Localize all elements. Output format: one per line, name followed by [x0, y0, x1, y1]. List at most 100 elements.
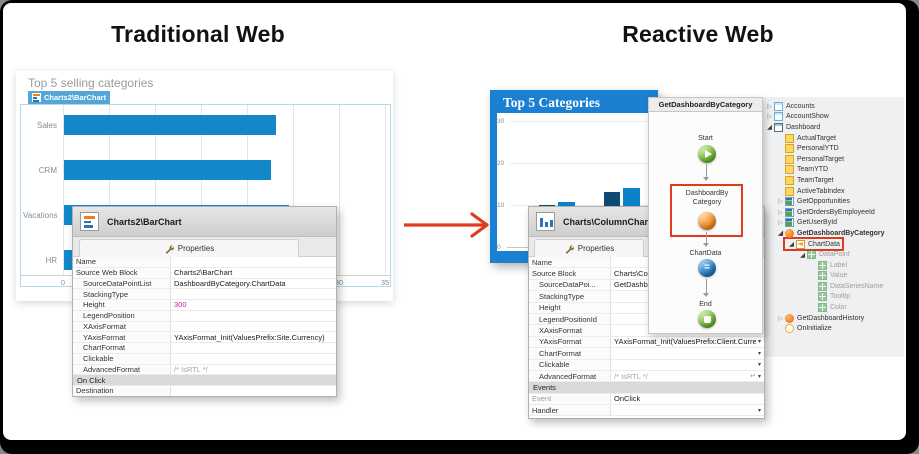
- tree-item-label: GetDashboardByCategory: [797, 229, 885, 237]
- dropdown-arrow-icon[interactable]: ▾: [757, 339, 761, 346]
- property-row-sourcedatapoi[interactable]: SourceDataPoi...GetDashboardByC: [529, 279, 764, 292]
- property-row-stackingtype[interactable]: StackingType: [73, 289, 336, 300]
- flow-node-start[interactable]: [698, 145, 716, 163]
- property-value[interactable]: /* IsRTL */: [614, 371, 648, 381]
- property-value[interactable]: DashboardByCategory.ChartData: [174, 278, 286, 288]
- property-row-advancedformat[interactable]: AdvancedFormat/* IsRTL */↵▾: [529, 370, 764, 383]
- tree-item-dataseriesname[interactable]: DataSeriesName: [757, 281, 904, 292]
- expander-collapsed-icon[interactable]: ▷: [778, 220, 783, 227]
- expander-expanded-icon[interactable]: ◢: [789, 241, 794, 249]
- tree-item-label[interactable]: Label: [757, 260, 904, 271]
- tree-item-personaltarget[interactable]: PersonalTarget: [757, 154, 904, 165]
- property-row-stackingtype[interactable]: StackingType: [529, 291, 764, 303]
- expander-collapsed-icon[interactable]: ▷: [767, 103, 772, 110]
- dropdown-arrow-icon[interactable]: ▾: [757, 350, 761, 357]
- property-label: Event: [529, 393, 611, 405]
- tab-properties[interactable]: Properties: [79, 239, 299, 257]
- property-row-name[interactable]: Name: [73, 257, 336, 268]
- expander-collapsed-icon[interactable]: ▷: [767, 114, 772, 121]
- expander-collapsed-icon[interactable]: ▷: [778, 315, 783, 322]
- property-row-advancedformat[interactable]: AdvancedFormat/* IsRTL */: [73, 364, 336, 376]
- tree-item-getordersbyemployeeid[interactable]: ▷GetOrdersByEmployeeId: [757, 207, 904, 218]
- dropdown-arrow-icon[interactable]: ▾: [757, 362, 761, 369]
- property-value[interactable]: OnClick: [614, 394, 641, 404]
- tree-item-teamytd[interactable]: TeamYTD: [757, 165, 904, 176]
- tree-item-oninitialize[interactable]: OnInitialize: [757, 323, 904, 334]
- stop-icon: [703, 315, 711, 323]
- assign-icon: =: [704, 262, 710, 273]
- property-row-chartformat[interactable]: ChartFormat▾: [529, 348, 764, 360]
- tree-item-teamtarget[interactable]: TeamTarget: [757, 175, 904, 186]
- expander-expanded-icon[interactable]: ◢: [767, 124, 772, 132]
- property-value[interactable]: 300: [174, 300, 187, 310]
- wrench-icon: [565, 244, 574, 254]
- tree-item-datapoint[interactable]: ◢DataPoint: [757, 249, 904, 260]
- tree-item-getdashboardhistory[interactable]: ▷GetDashboardHistory: [757, 313, 904, 324]
- tree-item-activetabindex[interactable]: ActiveTabIndex: [757, 186, 904, 197]
- property-row-legendpositionid[interactable]: LegendPositionId: [529, 313, 764, 326]
- gridline: [510, 121, 658, 122]
- property-row-height[interactable]: Height: [529, 302, 764, 314]
- tree-item-personalytd[interactable]: PersonalYTD: [757, 143, 904, 154]
- flow-node-chartdata[interactable]: =: [698, 259, 716, 277]
- property-row-legendposition[interactable]: LegendPosition: [73, 310, 336, 322]
- property-row-chartformat[interactable]: ChartFormat: [73, 343, 336, 354]
- property-row-name[interactable]: Name: [529, 257, 764, 269]
- property-label: Clickable: [529, 359, 611, 370]
- expander-collapsed-icon[interactable]: ▷: [778, 199, 783, 206]
- property-value[interactable]: Charts2\BarChart: [174, 268, 233, 278]
- property-row-destination[interactable]: Destination: [73, 386, 336, 396]
- column-chart-widget-icon: [536, 212, 555, 231]
- tree-item-getuserbyid[interactable]: ▷ GetUserById: [757, 218, 904, 229]
- flow-node-dashboardbycategory[interactable]: [698, 212, 716, 230]
- tree-item-color[interactable]: Color: [757, 302, 904, 313]
- property-value[interactable]: YAxisFormat_Init(ValuesPrefix:Client.Cur…: [614, 337, 756, 347]
- flow-canvas[interactable]: Start DashboardBy Category ChartData = E…: [649, 112, 762, 333]
- gridline: [510, 163, 658, 164]
- tree-item-actualtarget[interactable]: ActualTarget: [757, 133, 904, 144]
- property-section-events[interactable]: Events: [529, 382, 764, 394]
- property-value[interactable]: Charts\ColumnCh: [614, 269, 674, 279]
- column-chart-title: Top 5 Categories: [503, 95, 600, 110]
- dropdown-arrow-icon[interactable]: ▾: [757, 373, 761, 380]
- property-row-xaxisformat[interactable]: XAxisFormat: [73, 321, 336, 333]
- property-value[interactable]: YAxisFormat_Init(ValuesPrefix:Site.Curre…: [174, 332, 325, 342]
- property-row-handler[interactable]: Handler▾: [529, 405, 764, 417]
- tree-item-getdashboardbycategory[interactable]: ◢ GetDashboardByCategory: [757, 228, 904, 239]
- expander-expanded-icon[interactable]: ◢: [800, 251, 805, 259]
- tree-item-label: DataSeriesName: [830, 282, 884, 290]
- tree-item-chartdata[interactable]: ◢ChartData: [757, 236, 904, 252]
- tab-properties[interactable]: Properties: [534, 239, 644, 257]
- flow-node-end[interactable]: [698, 310, 716, 328]
- tree-item-value[interactable]: Value: [757, 271, 904, 282]
- tree-item-label: GetUserById: [797, 219, 838, 227]
- property-value[interactable]: /* IsRTL */: [174, 364, 208, 374]
- tree-item-dashboard[interactable]: ◢Dashboard: [757, 122, 904, 133]
- expander-collapsed-icon[interactable]: ▷: [778, 209, 783, 216]
- x-axis-tick: 35: [380, 278, 390, 287]
- data-action-icon: [785, 313, 794, 323]
- property-section-on-click[interactable]: On Click: [73, 375, 336, 386]
- bar-sales: [64, 115, 276, 135]
- widget-selection-tag[interactable]: Charts2\BarChart: [28, 91, 111, 104]
- tree-item-getopportunities[interactable]: ▷GetOpportunities: [757, 196, 904, 207]
- property-row-clickable[interactable]: Clickable ▾: [529, 359, 764, 371]
- variable-icon: [785, 144, 794, 154]
- tree-item-accountshow[interactable]: ▷AccountShow: [757, 112, 904, 123]
- property-value[interactable]: GetDashboardByC: [614, 280, 677, 290]
- x-axis-tick: 0: [60, 278, 66, 287]
- property-row-clickable[interactable]: Clickable: [73, 353, 336, 365]
- tree-item-content: ▷ GetUserById: [774, 218, 839, 229]
- expander-expanded-icon[interactable]: ◢: [778, 230, 783, 238]
- tree-item-tooltip[interactable]: Tooltip: [757, 292, 904, 303]
- property-row-xaxisformat[interactable]: XAxisFormat: [529, 325, 764, 337]
- tree-item-accounts[interactable]: ▷Accounts: [757, 101, 904, 112]
- dropdown-arrow-icon[interactable]: ▾: [757, 407, 761, 414]
